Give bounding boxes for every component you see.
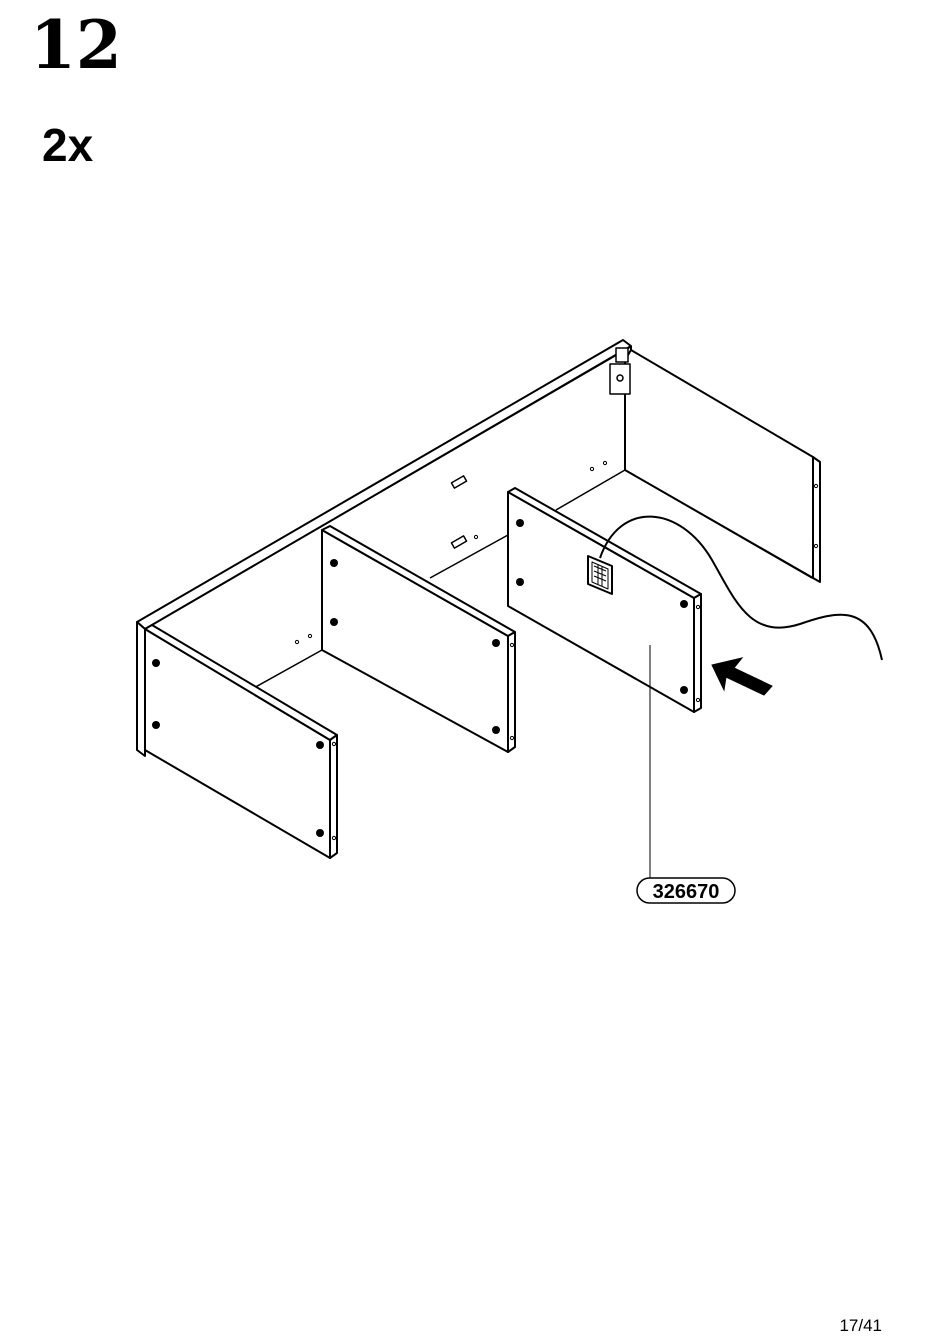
page-number: 17/41 bbox=[839, 1316, 882, 1336]
dowels bbox=[451, 476, 466, 548]
part-number-label: 326670 bbox=[653, 881, 720, 903]
middle-panel bbox=[322, 526, 515, 752]
part-callout: 326670 bbox=[637, 878, 735, 903]
right-side-panel bbox=[625, 350, 820, 582]
arrow-icon bbox=[712, 658, 772, 695]
left-side-panel bbox=[145, 625, 337, 858]
